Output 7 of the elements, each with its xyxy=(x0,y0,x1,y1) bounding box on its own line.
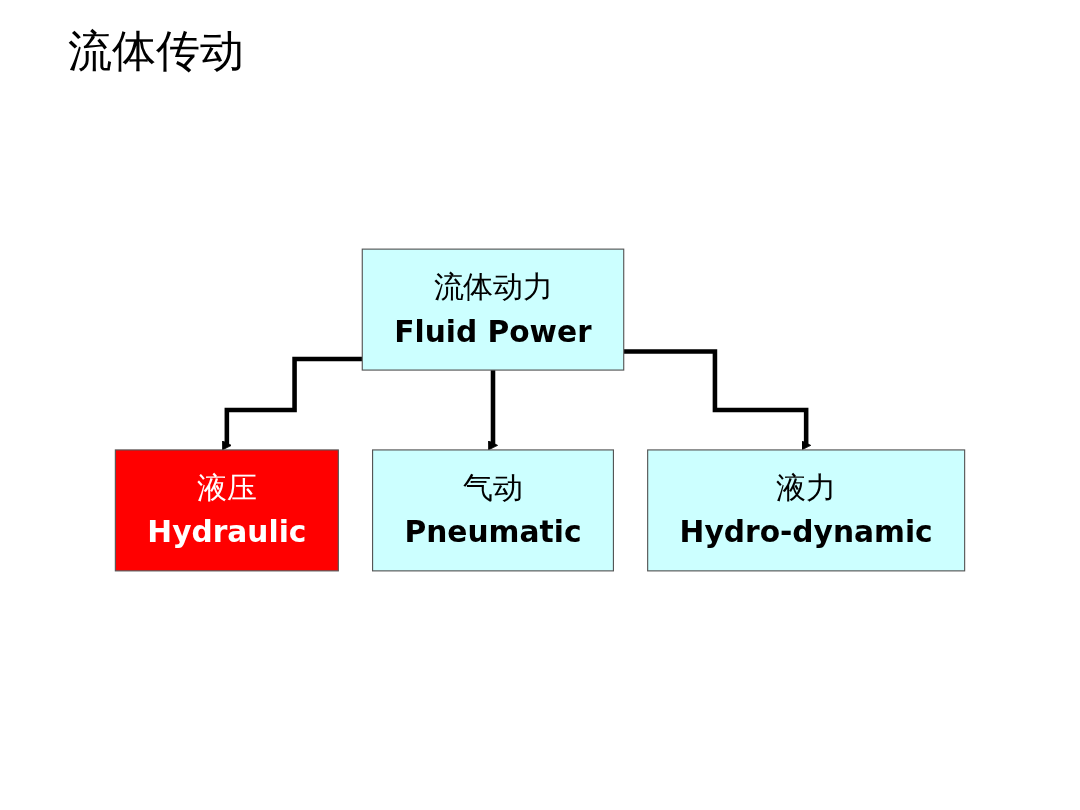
node-box: 液压 Hydraulic xyxy=(114,449,339,572)
node-box: 液力 Hydro-dynamic xyxy=(647,449,966,572)
title: 流体传动 xyxy=(68,24,244,78)
node-box: 气动 Pneumatic xyxy=(372,449,614,572)
arrow xyxy=(623,349,812,451)
node-box: 流体动力 Fluid Power xyxy=(361,248,625,371)
arrow xyxy=(221,356,363,451)
